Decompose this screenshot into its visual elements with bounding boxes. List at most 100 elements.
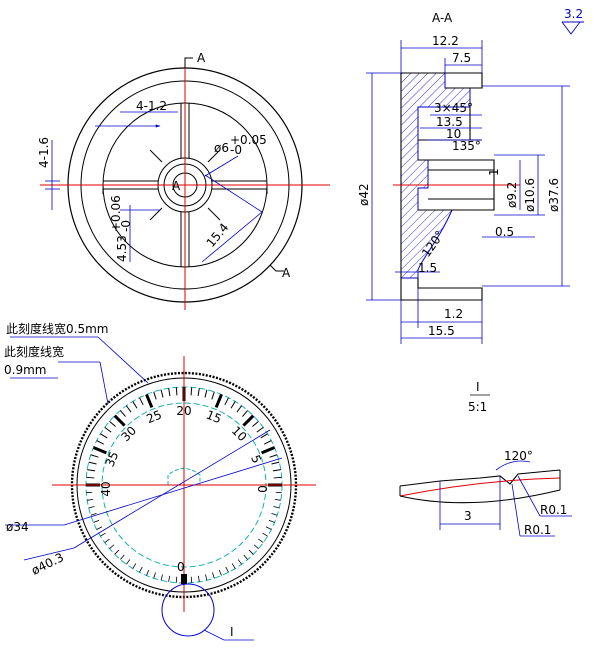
dial-tick — [269, 454, 278, 458]
dim-1-5: 1.5 — [418, 261, 437, 275]
zero-mark: 0 — [177, 560, 185, 574]
detail-leader — [203, 629, 225, 641]
dial-number: 0 — [255, 485, 269, 493]
dial-tick — [197, 388, 200, 397]
dial-tick — [263, 440, 272, 445]
dial-tick — [88, 506, 95, 509]
dial-tick — [252, 420, 259, 427]
dial-tick — [168, 388, 171, 397]
note-line-05: 此刻度线宽0.5mm — [6, 321, 108, 336]
radius-dim: 15.4 — [204, 220, 232, 249]
dial-tick — [274, 498, 281, 501]
depth-tol-upper: +0.06 — [109, 195, 123, 232]
dial-number: 30 — [118, 423, 139, 444]
dial-tick — [230, 401, 236, 409]
dim-15-5: 15.5 — [428, 324, 455, 338]
dial-number: 20 — [176, 404, 191, 418]
dial-tick — [160, 389, 164, 398]
dial-tick — [88, 461, 97, 465]
detail-profile-red — [399, 477, 561, 497]
dial-tick — [132, 401, 138, 409]
dial-tick — [272, 469, 281, 472]
dial-tick — [236, 405, 243, 413]
dim-phi-9-2: ø9.2 — [505, 182, 519, 208]
dial-tick — [271, 461, 280, 465]
dial-tick — [197, 575, 200, 582]
dim-0-5: 0.5 — [495, 225, 514, 239]
front-dimension-lines — [45, 111, 263, 263]
dial-number: 10 — [229, 423, 250, 444]
dial-view: 此刻度线宽0.5mm 此刻度线宽 0.9mm ø34 ø40.3 0510152… — [4, 321, 316, 641]
dial-number: 5 — [248, 453, 264, 465]
note-line-09b: 0.9mm — [4, 363, 46, 377]
dial-tick — [260, 433, 268, 439]
dial-tick — [268, 519, 275, 523]
detail-circle — [161, 583, 215, 637]
dim-1: 1 — [487, 168, 501, 176]
dial-tick — [146, 569, 150, 576]
hub-letter-a: A — [172, 179, 181, 193]
dial-tick — [237, 559, 242, 565]
dial-tick — [139, 566, 143, 573]
front-spokes — [102, 103, 268, 267]
dial-tick — [273, 506, 280, 509]
detail-view: I 5:1 120° 3 R0.1 R0.1 — [399, 380, 572, 537]
dim-1-2: 1.2 — [444, 307, 463, 321]
dim-12-2: 12.2 — [432, 34, 459, 48]
cut-label-bottom: A — [282, 266, 291, 280]
section-dimension-lines — [366, 40, 570, 344]
dial-tick — [212, 572, 215, 579]
dial-tick — [243, 554, 248, 560]
note-line-09a: 此刻度线宽 — [4, 344, 64, 359]
dial-number: 40 — [99, 481, 113, 496]
dial-tick — [86, 476, 95, 479]
dial-tick — [253, 544, 259, 549]
side-dim: 4-1.6 — [37, 137, 51, 168]
detail-dimension-lines — [439, 460, 572, 537]
detail-angle: 120° — [504, 449, 533, 463]
dial-tick — [113, 414, 126, 427]
dim-phi-37-6: ø37.6 — [547, 178, 561, 212]
dial-tick — [242, 414, 255, 427]
section-view: A-A 3.2 — [357, 7, 584, 344]
dial-number: 15 — [204, 408, 223, 427]
dim-phi-42: ø42 — [357, 183, 371, 206]
dial-ticks — [86, 387, 282, 583]
dial-tick — [109, 420, 116, 427]
dial-tick — [153, 391, 157, 400]
dial-tick — [160, 574, 163, 581]
front-view: A A A 4-1.2 4-1.6 ø6 +0.05 -0 4.53 +0.06… — [37, 51, 330, 310]
hole-tol-upper: +0.05 — [230, 133, 267, 147]
dial-tick — [271, 513, 278, 516]
detail-width: 3 — [464, 509, 472, 523]
roughness-symbol: 3.2 — [561, 7, 584, 35]
dim-phi-34: ø34 — [6, 520, 29, 534]
depth-tol-lower: -0 — [119, 220, 133, 232]
dim-7-5: 7.5 — [452, 51, 471, 65]
hole-tol-lower: -0 — [230, 143, 242, 157]
dial-tick — [225, 566, 229, 573]
dial-tick — [87, 498, 94, 501]
cut-mark-top — [184, 57, 193, 68]
depth-dim: 4.53 — [115, 235, 129, 262]
slot-width-dim: 4-1.2 — [136, 99, 167, 113]
dial-tick — [145, 393, 154, 408]
dial-tick — [132, 563, 137, 569]
cut-mark-bottom — [269, 264, 284, 272]
dial-leaders — [5, 336, 283, 561]
hole-dim: ø6 — [214, 141, 229, 155]
dial-tick — [218, 569, 222, 576]
dim-135: 135° — [452, 139, 481, 153]
dial-tick — [258, 538, 264, 543]
dial-tick — [93, 519, 100, 523]
dial-tick — [90, 454, 99, 458]
detail-marker: I — [230, 625, 234, 639]
dial-tick — [256, 426, 264, 433]
dial-tick — [168, 575, 171, 582]
dial-tick — [104, 426, 112, 433]
dial-tick — [126, 559, 131, 565]
section-body-hatch — [400, 72, 471, 279]
dial-number: 25 — [144, 408, 163, 427]
dial-tick — [261, 446, 276, 455]
